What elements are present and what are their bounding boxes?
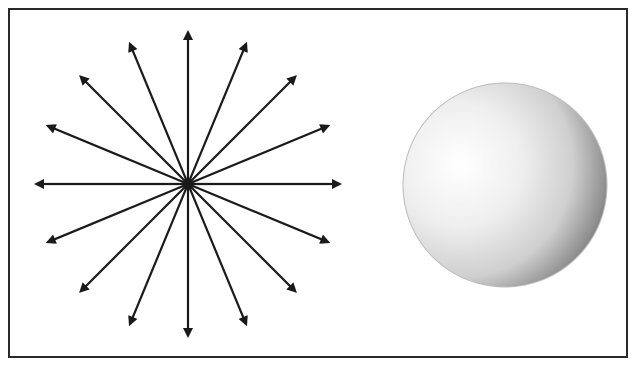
arrow-2 (188, 77, 296, 185)
arrows-center-point (184, 180, 192, 188)
arrow-14 (188, 184, 296, 292)
radial-arrows (36, 32, 340, 336)
arrow-6 (81, 77, 189, 185)
sphere-body (403, 83, 607, 287)
shaded-sphere (403, 83, 607, 287)
arrow-10 (81, 184, 189, 292)
